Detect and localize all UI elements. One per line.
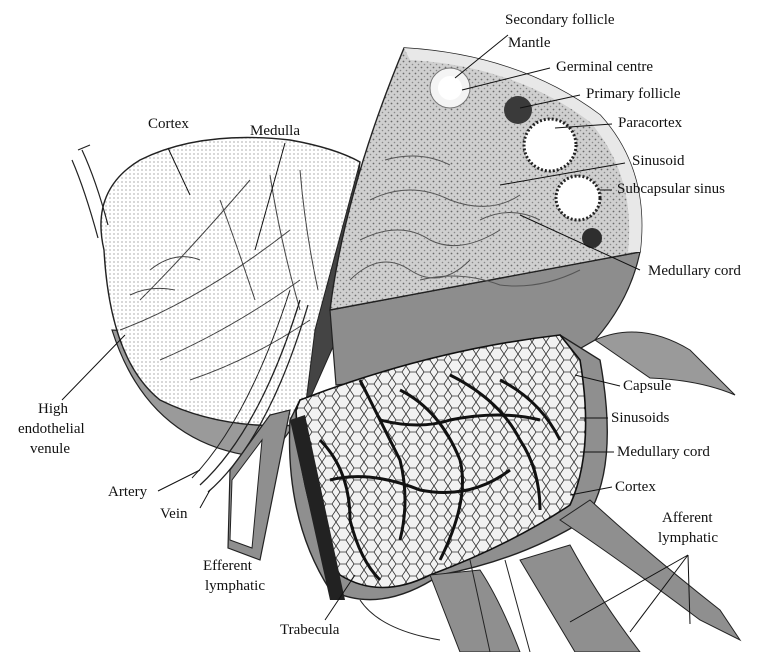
- label-mantle: Mantle: [508, 35, 551, 51]
- label-secondary-follicle: Secondary follicle: [505, 12, 615, 28]
- label-primary-follicle: Primary follicle: [586, 86, 681, 102]
- label-vein: Vein: [160, 506, 188, 522]
- label-artery: Artery: [108, 484, 148, 500]
- label-sinusoid: Sinusoid: [632, 153, 685, 169]
- label-cortex-left: Cortex: [148, 116, 189, 132]
- label-medulla: Medulla: [250, 123, 300, 139]
- label-efferent-lymphatic-2: lymphatic: [205, 578, 265, 594]
- label-medullary-cord-bottom: Medullary cord: [617, 444, 710, 460]
- label-efferent-lymphatic-1: Efferent: [203, 558, 253, 574]
- label-high-endothelial-venule-2: endothelial: [18, 421, 85, 437]
- label-sinusoids: Sinusoids: [611, 410, 670, 426]
- label-medullary-cord-top: Medullary cord: [648, 263, 741, 279]
- label-capsule: Capsule: [623, 378, 672, 394]
- label-high-endothelial-venule-3: venule: [30, 441, 70, 457]
- label-high-endothelial-venule-1: High: [38, 401, 69, 417]
- label-paracortex: Paracortex: [618, 115, 683, 131]
- label-afferent-lymphatic-1: Afferent: [662, 510, 713, 526]
- primary-follicle-icon: [504, 96, 532, 124]
- label-subcapsular-sinus: Subcapsular sinus: [617, 181, 725, 197]
- label-cortex-bottom: Cortex: [615, 479, 656, 495]
- germinal-centre-icon: [438, 76, 462, 100]
- label-trabecula: Trabecula: [280, 622, 340, 638]
- label-afferent-lymphatic-2: lymphatic: [658, 530, 718, 546]
- label-germinal-centre: Germinal centre: [556, 59, 653, 75]
